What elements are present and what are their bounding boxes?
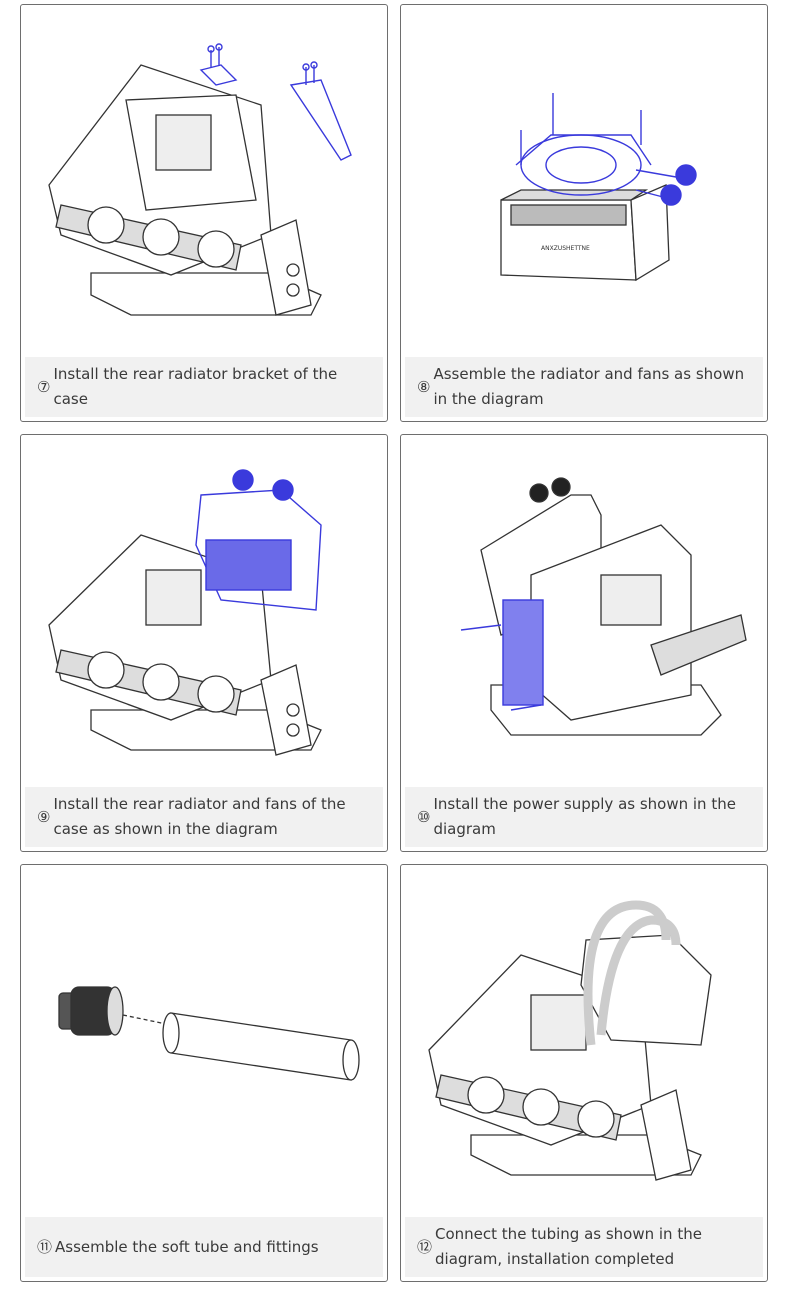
step-11-caption: ⑪ Assemble the soft tube and fittings: [25, 1217, 383, 1277]
step-7-illustration: [21, 5, 387, 355]
radiator-highlight: [195, 469, 322, 611]
step-9-caption: ⑨ Install the rear radiator and fans of …: [25, 787, 383, 847]
step-10-illustration: [401, 435, 767, 785]
step-number: ⑩: [417, 807, 431, 826]
step-8-caption: ⑧ Assemble the radiator and fans as show…: [405, 357, 763, 417]
step-7-panel: ⑦ Install the rear radiator bracket of t…: [20, 4, 388, 422]
power-supply-drawing: [460, 477, 747, 736]
step-12-illustration: [401, 865, 767, 1215]
step-text: Install the rear radiator and fans of th…: [53, 795, 346, 838]
tube-fitting-drawing: [58, 986, 360, 1081]
step-12-panel: ⑫ Connect the tubing as shown in the dia…: [400, 864, 768, 1282]
rear-bracket-highlight: [199, 43, 352, 161]
step-7-caption: ⑦ Install the rear radiator bracket of t…: [25, 357, 383, 417]
step-11-panel: ⑪ Assemble the soft tube and fittings: [20, 864, 388, 1282]
step-number: ⑨: [37, 807, 51, 826]
step-8-illustration: ANXZUSHETTNE: [401, 5, 767, 355]
radiator-fan-drawing: ANXZUSHETTNE: [500, 93, 697, 282]
step-12-caption: ⑫ Connect the tubing as shown in the dia…: [405, 1217, 763, 1277]
fan-highlight: [515, 93, 697, 206]
step-9-illustration: [21, 435, 387, 785]
step-text: Assemble the soft tube and fittings: [55, 1237, 319, 1256]
step-text: Assemble the radiator and fans as shown …: [433, 365, 745, 408]
case-bracket-drawing: [48, 43, 352, 316]
step-text: Install the power supply as shown in the…: [433, 795, 736, 838]
step-number: ⑦: [37, 377, 51, 396]
step-8-panel: ANXZUSHETTNE ⑧ Assemble the radiator and…: [400, 4, 768, 422]
step-10-panel: ⑩ Install the power supply as shown in t…: [400, 434, 768, 852]
step-9-panel: ⑨ Install the rear radiator and fans of …: [20, 434, 388, 852]
psu-highlight: [460, 599, 544, 711]
step-number: ⑫: [417, 1237, 433, 1256]
rear-radiator-install-drawing: [48, 469, 322, 756]
step-text: Install the rear radiator bracket of the…: [53, 365, 338, 408]
step-10-caption: ⑩ Install the power supply as shown in t…: [405, 787, 763, 847]
radiator-label: ANXZUSHETTNE: [541, 245, 590, 252]
step-11-illustration: [21, 865, 387, 1215]
step-text: Connect the tubing as shown in the diagr…: [435, 1225, 702, 1268]
step-number: ⑧: [417, 377, 431, 396]
step-number: ⑪: [37, 1237, 53, 1256]
completed-build-drawing: [428, 900, 712, 1181]
